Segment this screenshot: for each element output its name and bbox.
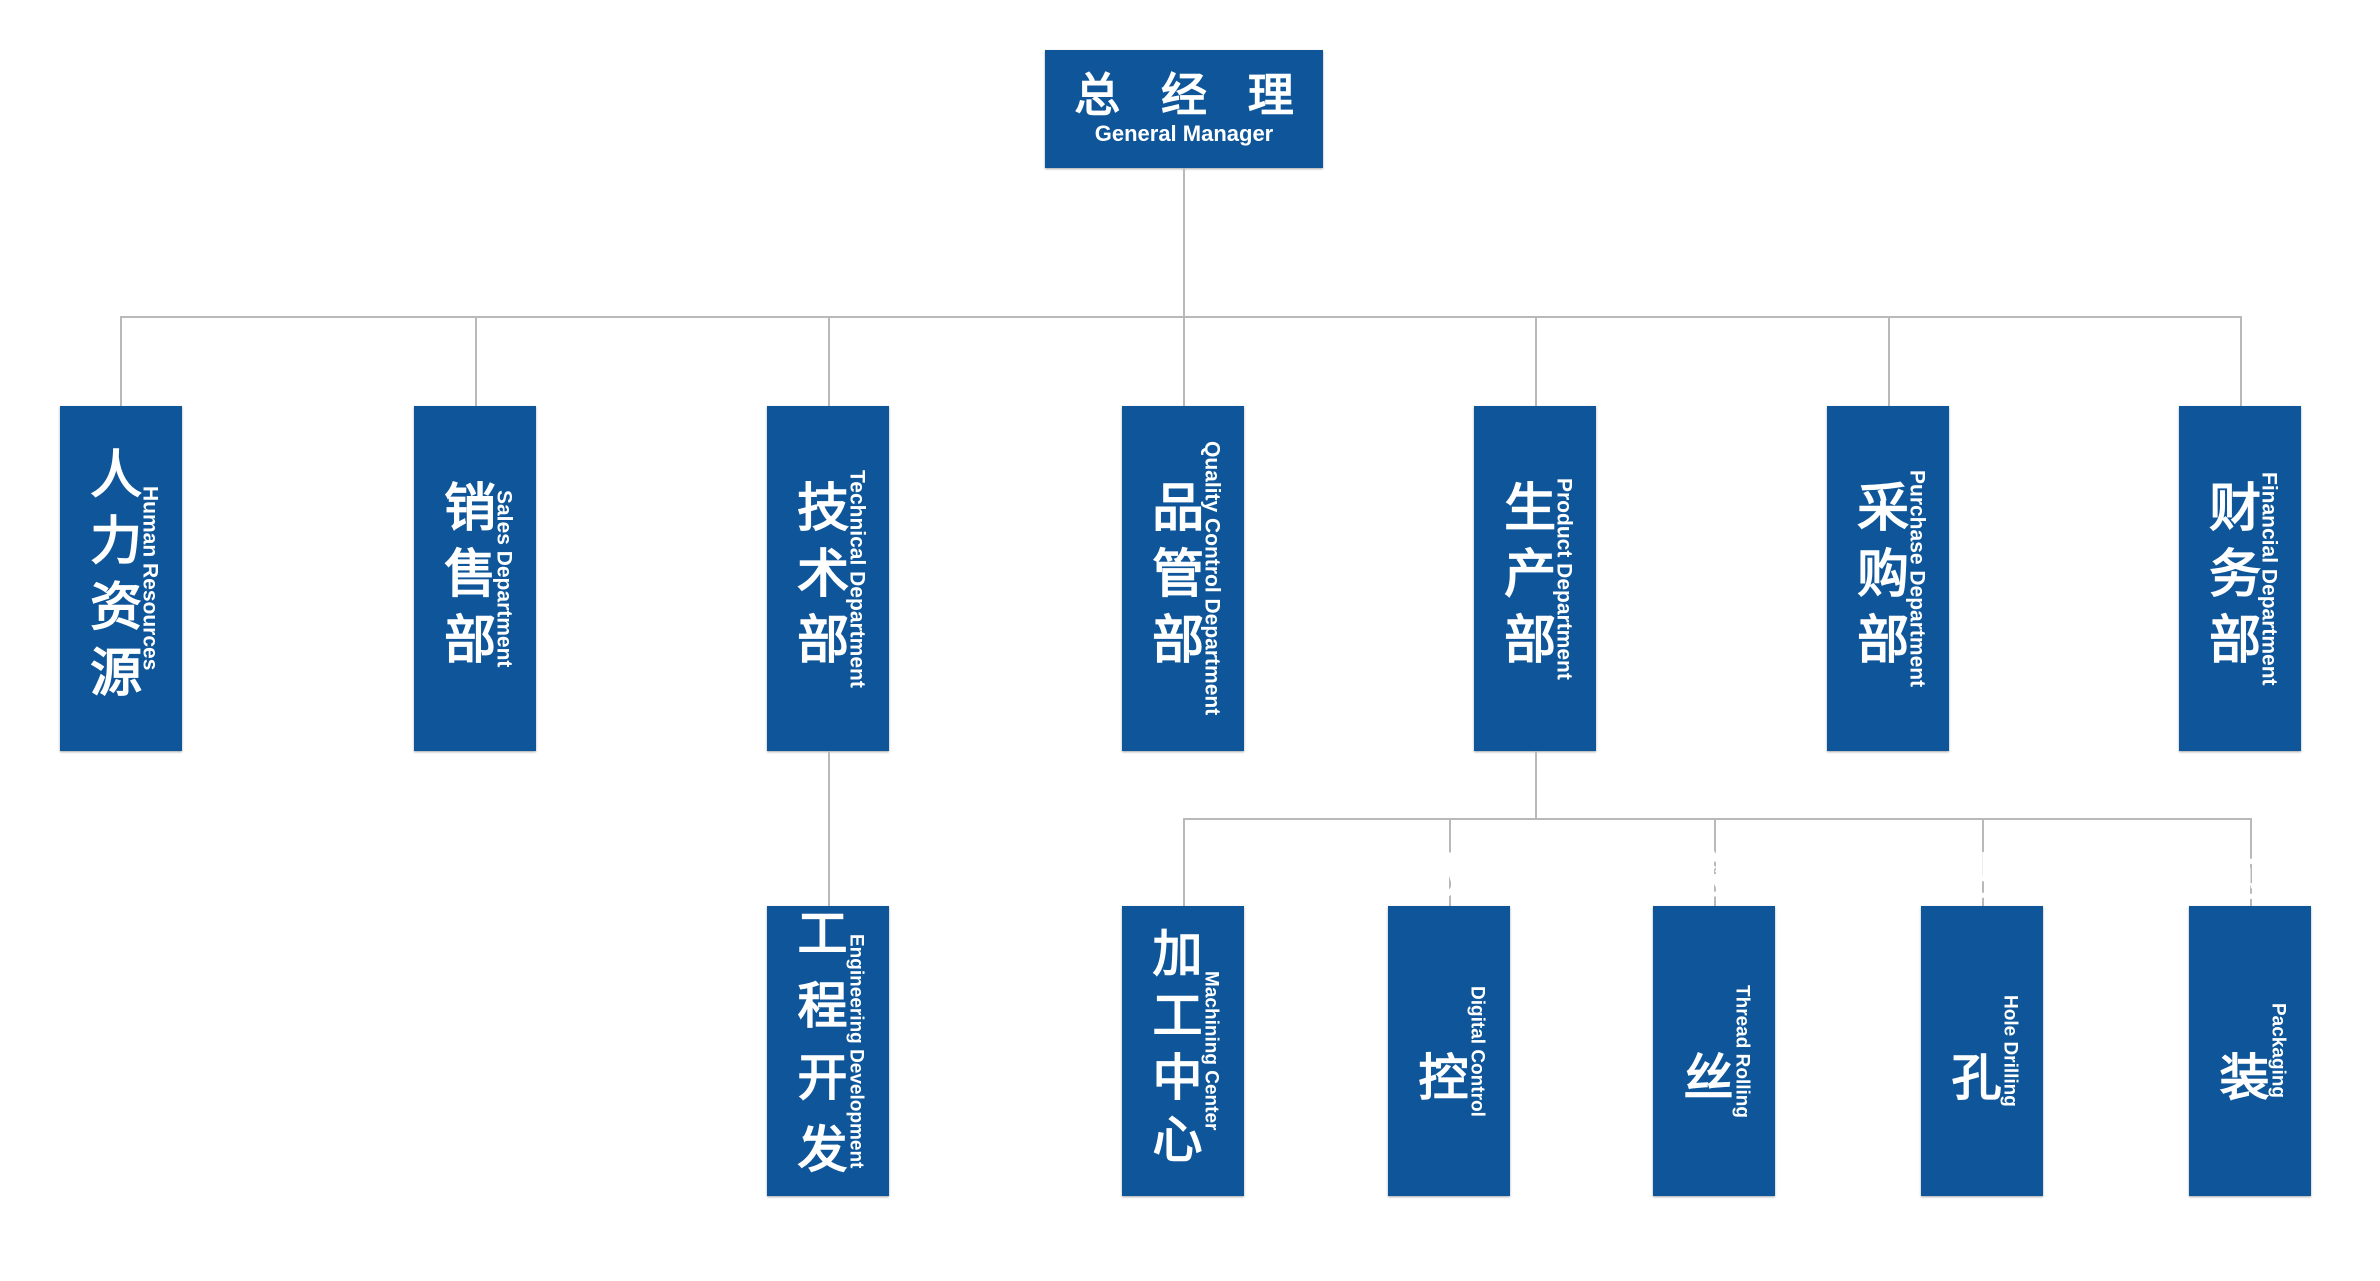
connector-root-stem — [1183, 168, 1185, 317]
node-technical-department-en: Technical Department — [845, 469, 869, 688]
connector-drop-hr — [120, 316, 122, 406]
node-general-manager-cn: 总 经 理 — [1074, 68, 1308, 121]
connector-drop-production — [1535, 316, 1537, 406]
node-financial-department-en: Financial Department — [2257, 471, 2281, 686]
node-quality-control-department[interactable]: 品管部 Quality Control Department — [1122, 406, 1244, 751]
node-hole-drilling-cn: 钻孔 — [1944, 851, 2001, 1251]
connector-drop-technical — [828, 316, 830, 406]
node-purchase-department-cn: 采购部 — [1848, 479, 1907, 678]
node-product-department[interactable]: 生产部 Product Department — [1474, 406, 1596, 751]
node-sales-department-cn: 销售部 — [435, 479, 494, 678]
node-human-resources-en: Human Resources — [138, 486, 162, 671]
node-thread-rolling-cn: 滚丝 — [1676, 851, 1733, 1251]
node-purchase-department[interactable]: 采购部 Purchase Department — [1827, 406, 1949, 751]
node-financial-department[interactable]: 财务部 Financial Department — [2179, 406, 2301, 751]
connector-level2-bus — [120, 316, 2240, 318]
connector-drop-hole-drilling — [1982, 818, 1984, 906]
node-product-department-cn: 生产部 — [1495, 479, 1554, 678]
connector-drop-digital-control — [1449, 818, 1451, 906]
node-hole-drilling-en: Hole Drilling — [1999, 995, 2021, 1107]
connector-drop-sales — [475, 316, 477, 406]
node-purchase-department-en: Purchase Department — [1905, 469, 1929, 688]
node-engineering-development-en: Engineering Development — [845, 933, 867, 1169]
node-hole-drilling[interactable]: 钻孔 Hole Drilling — [1921, 851, 2043, 1251]
node-human-resources-cn: 人力资源 — [81, 446, 140, 711]
connector-drop-thread-rolling — [1714, 818, 1716, 906]
node-digital-control-cn: 数控 — [1411, 851, 1468, 1251]
node-engineering-development-cn: 工程开发 — [790, 907, 847, 1195]
node-machining-center-cn: 加工中心 — [1145, 927, 1202, 1175]
connector-technical-to-engineering — [828, 751, 830, 906]
node-machining-center-en: Machining Center — [1200, 971, 1222, 1131]
node-thread-rolling-en: Thread Rolling — [1731, 984, 1753, 1118]
node-machining-center[interactable]: 加工中心 Machining Center — [1122, 906, 1244, 1196]
node-digital-control[interactable]: 数控 Digital Control — [1388, 851, 1510, 1251]
node-human-resources[interactable]: 人力资源 Human Resources — [60, 406, 182, 751]
connector-drop-purchase — [1888, 316, 1890, 406]
node-technical-department[interactable]: 技术部 Technical Department — [767, 406, 889, 751]
node-thread-rolling[interactable]: 滚丝 Thread Rolling — [1653, 851, 1775, 1251]
node-engineering-development[interactable]: 工程开发 Engineering Development — [767, 906, 889, 1196]
node-quality-control-department-en: Quality Control Department — [1200, 441, 1224, 716]
connector-production-stem — [1535, 751, 1537, 819]
connector-drop-machining-center — [1183, 818, 1185, 906]
node-general-manager-en: General Manager — [1094, 120, 1274, 146]
node-quality-control-department-cn: 品管部 — [1143, 479, 1202, 678]
node-packaging-cn: 包装 — [2212, 851, 2269, 1251]
node-general-manager[interactable]: 总 经 理 General Manager — [1045, 50, 1323, 168]
node-sales-department[interactable]: 销售部 Sales Department — [414, 406, 536, 751]
node-product-department-en: Product Department — [1552, 477, 1576, 680]
node-sales-department-en: Sales Department — [492, 489, 516, 668]
node-financial-department-cn: 财务部 — [2200, 479, 2259, 678]
connector-production-bus — [1183, 818, 2251, 820]
connector-drop-quality — [1183, 316, 1185, 406]
node-digital-control-en: Digital Control — [1466, 985, 1488, 1117]
node-packaging-en: Packaging — [2267, 1003, 2289, 1099]
node-packaging[interactable]: 包装 Packaging — [2189, 851, 2311, 1251]
node-technical-department-cn: 技术部 — [788, 479, 847, 678]
connector-drop-packaging — [2250, 818, 2252, 906]
connector-drop-financial — [2240, 316, 2242, 406]
